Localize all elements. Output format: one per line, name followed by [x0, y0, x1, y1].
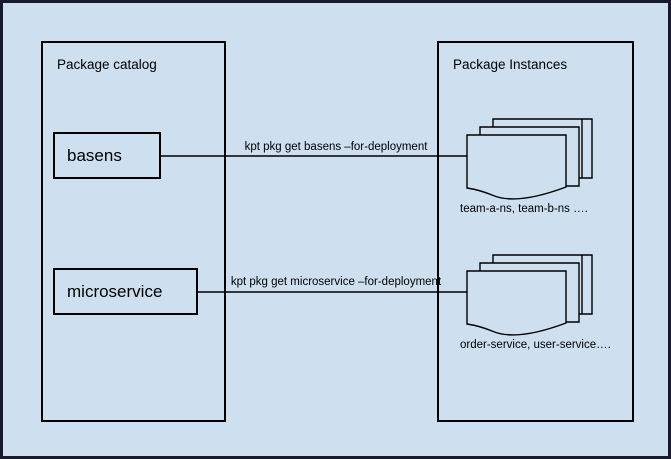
instance-caption-services: order-service, user-service….: [460, 339, 611, 351]
package-box-microservice-label: microservice: [67, 281, 163, 301]
document-stack-icon: [466, 254, 593, 336]
package-instances-title: Package Instances: [453, 57, 568, 72]
arrow-label-microservice: kpt pkg get microservice –for-deployment: [230, 276, 442, 288]
document-stack-icon: [466, 118, 593, 200]
package-instances-container: Package Instances: [437, 41, 634, 422]
package-box-basens[interactable]: basens: [53, 132, 161, 179]
package-box-microservice[interactable]: microservice: [53, 268, 198, 315]
package-box-basens-label: basens: [67, 145, 122, 165]
instance-caption-team-ns: team-a-ns, team-b-ns ….: [460, 203, 588, 215]
arrow-label-basens: kpt pkg get basens –for-deployment: [244, 141, 428, 153]
package-catalog-title: Package catalog: [57, 57, 157, 72]
package-catalog-container: Package catalog: [41, 41, 226, 422]
